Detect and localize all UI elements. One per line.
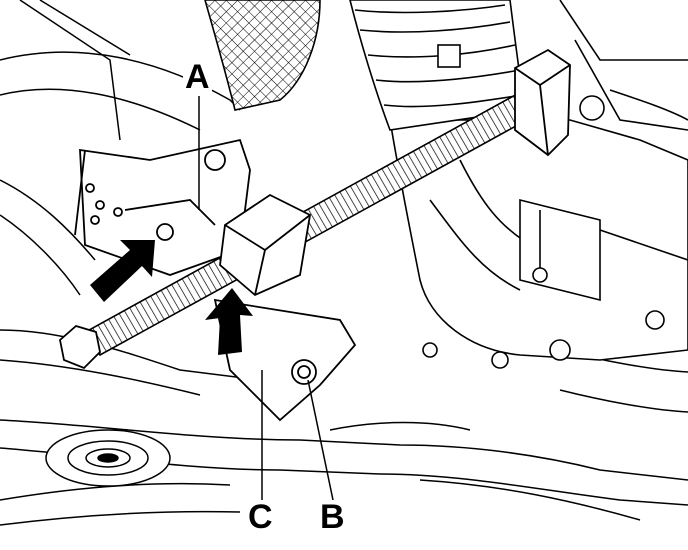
mesh-component	[204, 0, 321, 111]
axle-boot	[349, 0, 526, 131]
callout-label-b: B	[318, 498, 347, 536]
end-block	[514, 48, 571, 157]
spindle-nut	[59, 324, 101, 370]
differential-housing	[389, 0, 688, 369]
callout-label-a: A	[183, 58, 212, 96]
push-arrow-up	[205, 288, 253, 355]
support-plate	[213, 298, 357, 422]
rubber-mount	[45, 429, 171, 487]
callout-label-c: C	[246, 498, 275, 536]
push-arrow-left	[90, 240, 155, 302]
leader-lines	[198, 96, 334, 501]
mounting-bolt	[291, 359, 317, 385]
slide-block	[219, 193, 311, 297]
